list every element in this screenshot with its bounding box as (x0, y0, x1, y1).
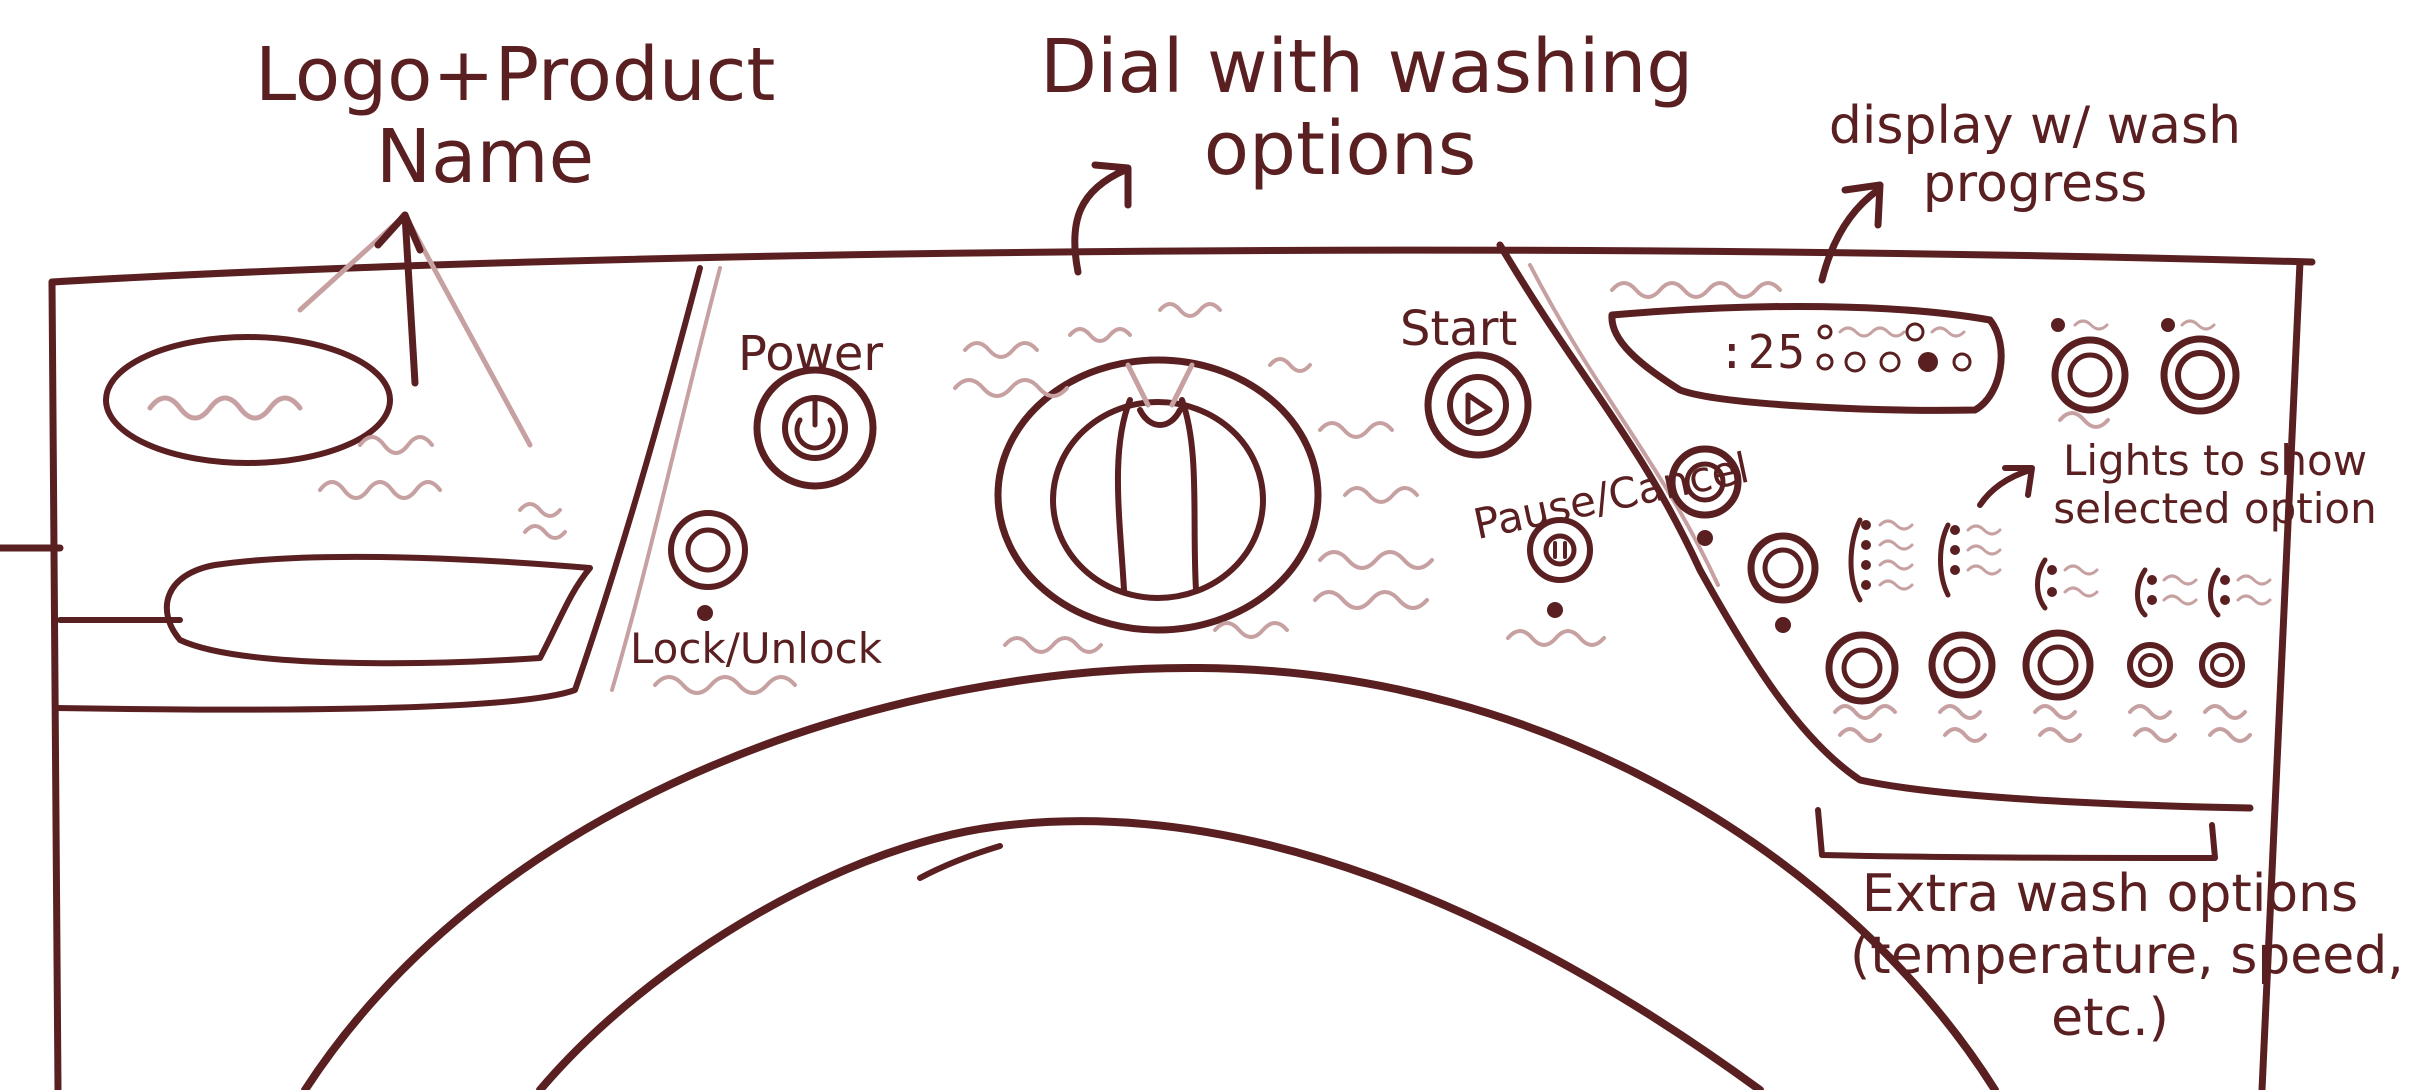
lights-annotation-line-1: Lights to show (2020, 440, 2410, 482)
lights-annotation-line-2: selected option (2020, 488, 2410, 530)
extra-option-buttons[interactable] (1829, 633, 2242, 701)
extra-options-bracket (1818, 810, 2215, 858)
logo-annotation-line-1: Logo+Product (255, 38, 715, 112)
logo-annotation-line-2: Name (255, 120, 715, 194)
logo-annotation: Logo+Product Name (255, 38, 715, 194)
lock-label: Lock/Unlock (630, 628, 882, 670)
option-light-columns (1851, 520, 2270, 615)
dial-annotation-line-1: Dial with washing (1040, 30, 1640, 104)
display-annotation-line-2: progress (1820, 158, 2250, 210)
wash-dial[interactable] (998, 360, 1318, 630)
extra-options-annotation-line-2: (temperature, speed, (1850, 930, 2370, 982)
detergent-panel (56, 268, 720, 710)
extra-options-annotation-line-1: Extra wash options (1850, 868, 2370, 920)
extra-option-labels (1835, 706, 2250, 741)
power-icon (797, 400, 833, 448)
display-annotation-line-1: display w/ wash (1820, 100, 2250, 152)
lights-annotation: Lights to show selected option (2020, 440, 2410, 530)
washer-door (305, 668, 1995, 1090)
extra-options-annotation: Extra wash options (temperature, speed, … (1850, 868, 2370, 1044)
dial-annotation-line-2: options (1040, 112, 1640, 186)
start-button[interactable] (1428, 355, 1528, 455)
display-annotation: display w/ wash progress (1820, 100, 2250, 210)
power-button[interactable] (757, 370, 873, 486)
extra-options-annotation-line-3: etc.) (1850, 992, 2370, 1044)
play-icon (1468, 395, 1490, 422)
start-label: Start (1400, 305, 1517, 353)
display-time: :25 (1718, 325, 1807, 379)
top-right-knobs[interactable] (2051, 318, 2236, 427)
dial-annotation: Dial with washing options (1040, 30, 1640, 186)
power-label: Power (738, 330, 883, 378)
pause-icon (1555, 543, 1565, 557)
lock-button[interactable] (671, 513, 745, 621)
logo-arrows (300, 215, 530, 445)
